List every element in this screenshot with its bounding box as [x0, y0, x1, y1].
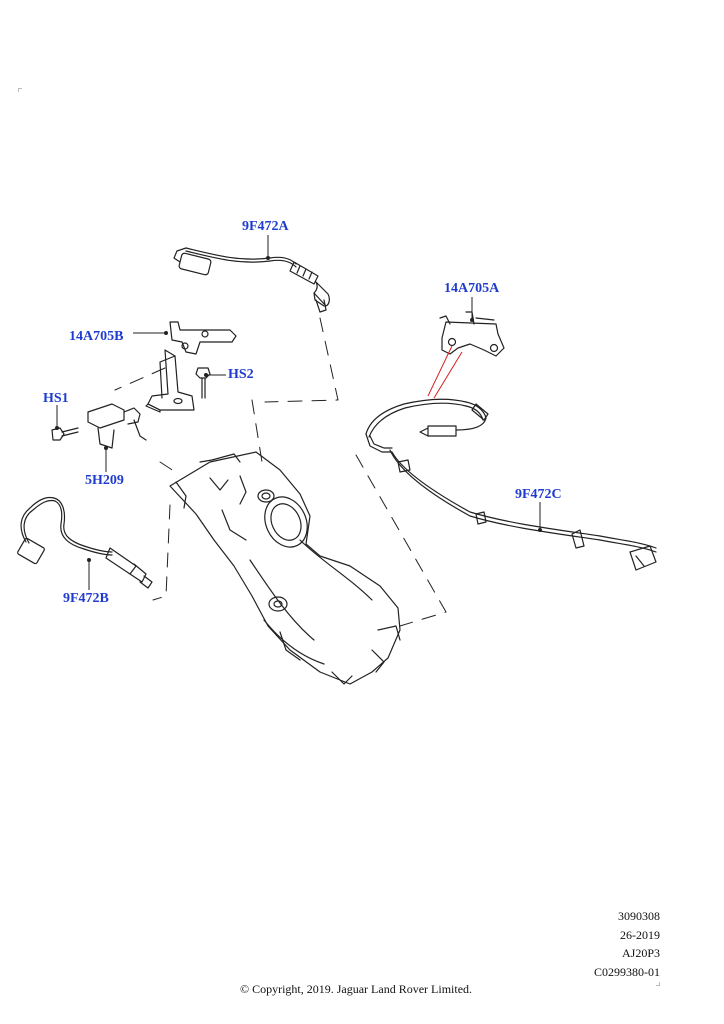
- callout-9f472c[interactable]: 9F472C: [515, 487, 562, 502]
- callout-9f472a[interactable]: 9F472A: [242, 219, 289, 234]
- highlight-lines: [427, 345, 463, 399]
- bracket-14a705b: [145, 321, 237, 413]
- bolt-hs2: [195, 367, 211, 399]
- model-code: AJ20P3: [621, 946, 660, 960]
- callout-hs2[interactable]: HS2: [228, 367, 254, 382]
- callout-14a705a[interactable]: 14A705A: [444, 281, 500, 296]
- leader-lines: [56, 235, 541, 590]
- callout-9f472b[interactable]: 9F472B: [63, 591, 109, 606]
- copyright-notice: © Copyright, 2019. Jaguar Land Rover Lim…: [239, 982, 473, 996]
- assembly-guide-lines: [114, 317, 447, 627]
- exhaust-catalytic-converter: [169, 451, 401, 685]
- illustration-date-code: 26-2019: [620, 928, 660, 942]
- crop-mark-top-left: [18, 88, 22, 92]
- catalog-reference: C0299380-01: [594, 965, 660, 979]
- leader-dots: [55, 256, 542, 562]
- bolt-hs1: [51, 427, 79, 441]
- callout-hs1[interactable]: HS1: [43, 391, 69, 406]
- callout-14a705b[interactable]: 14A705B: [69, 329, 124, 344]
- sensor-9f472a: [173, 247, 330, 313]
- sensor-9f472b: [17, 496, 153, 589]
- crop-mark-bottom-right: [656, 982, 660, 986]
- illustration-number: 3090308: [618, 909, 660, 923]
- sensor-5h209: [87, 403, 147, 449]
- sensor-9f472c: [365, 398, 657, 571]
- callout-5h209[interactable]: 5H209: [85, 473, 124, 488]
